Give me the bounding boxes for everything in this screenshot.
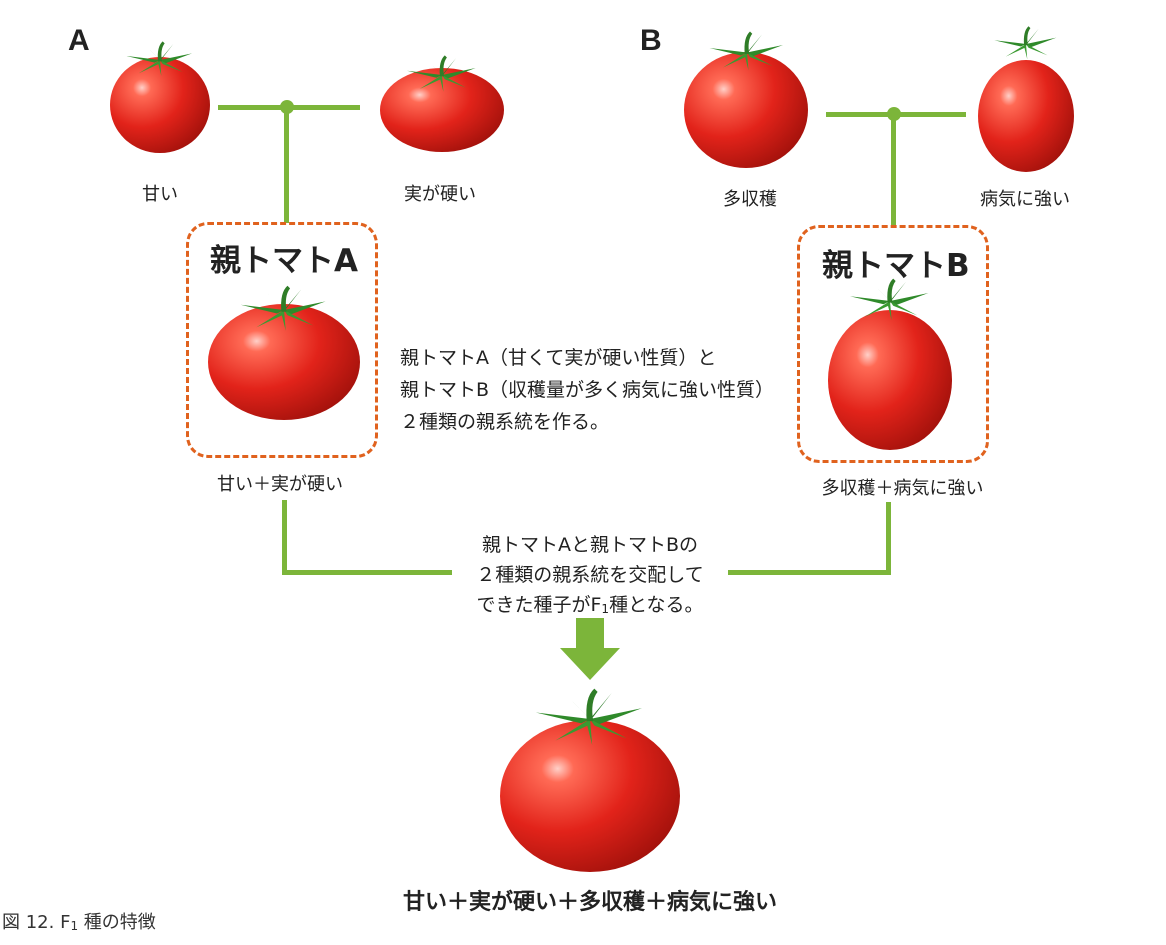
parent-a-box	[186, 222, 378, 458]
description-line-1: 親トマトA（甘くて実が硬い性質）と	[400, 347, 717, 369]
parent-a-traits: 甘い＋実が硬い	[217, 474, 343, 495]
trait-yield-label: 多収穫	[723, 189, 777, 210]
f1-tomato-icon	[500, 688, 680, 872]
parent-a-title: 親トマトA	[210, 243, 358, 279]
tomato-a-firm-icon	[380, 55, 504, 152]
connector-a-vertical	[284, 105, 289, 223]
tomato-b-yield-icon	[684, 31, 808, 168]
cross-line-b-vertical	[886, 502, 891, 575]
cross-line-a-horizontal	[282, 570, 462, 575]
cross-line-3: できた種子がF1種となる。	[476, 594, 704, 616]
trait-sweet-label: 甘い	[142, 184, 178, 205]
trait-resistant-label: 病気に強い	[980, 189, 1070, 210]
cross-description: 親トマトAと親トマトBの ２種類の親系統を交配して できた種子がF1種となる。	[452, 530, 728, 624]
group-b-letter: B	[640, 24, 662, 57]
parent-b-traits: 多収穫＋病気に強い	[821, 478, 984, 499]
cross-line-b-horizontal	[720, 570, 891, 575]
parent-description: 親トマトA（甘くて実が硬い性質）と 親トマトB（収穫量が多く病気に強い性質） ２…	[400, 342, 774, 438]
description-line-3: ２種類の親系統を作る。	[400, 411, 610, 433]
group-a-letter: A	[68, 24, 90, 57]
cross-line-2: ２種類の親系統を交配して	[476, 564, 704, 586]
down-arrow-icon	[560, 618, 620, 680]
cross-line-1: 親トマトAと親トマトBの	[481, 534, 699, 556]
parent-a-tomato-icon	[208, 285, 360, 420]
figure-caption: 図 12. F1 種の特徴	[2, 912, 156, 933]
trait-firm-label: 実が硬い	[404, 184, 476, 205]
description-line-2: 親トマトB（収穫量が多く病気に強い性質）	[400, 379, 775, 401]
cross-line-a-vertical	[282, 500, 287, 575]
f1-result-traits: 甘い＋実が硬い＋多収穫＋病気に強い	[402, 890, 777, 915]
parent-b-box	[797, 225, 989, 463]
tomato-a-sweet-icon	[110, 41, 210, 153]
parent-b-tomato-icon	[828, 278, 952, 450]
parent-b-title: 親トマトB	[822, 248, 970, 284]
connector-b-vertical	[891, 112, 896, 225]
tomato-b-resistant-icon	[978, 26, 1074, 172]
